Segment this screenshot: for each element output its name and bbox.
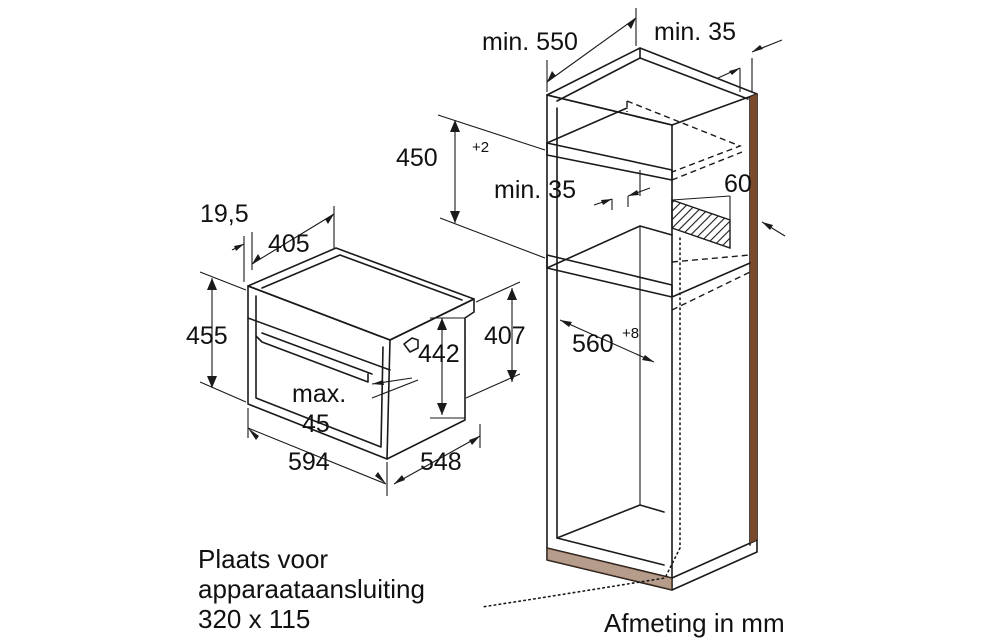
oven xyxy=(247,247,475,460)
connection-note-line3: 320 x 115 xyxy=(198,604,310,634)
cabinet-plinth xyxy=(546,504,758,591)
notes: Plaats voor apparaataansluiting 320 x 11… xyxy=(198,544,785,638)
dim-407: 407 xyxy=(484,322,526,350)
oven-side xyxy=(386,298,475,460)
connection-leader xyxy=(481,237,681,608)
dim-60: 60 xyxy=(724,170,752,198)
connection-note-line2: apparaataansluiting xyxy=(198,574,425,604)
dim-450: 450 xyxy=(396,144,438,172)
dim-560: 560 xyxy=(572,330,614,358)
dim-560-sup: +8 xyxy=(622,325,639,342)
dim-450-sup: +2 xyxy=(472,139,489,156)
dim-min-35-top: min. 35 xyxy=(654,18,736,46)
dim-min-550: min. 550 xyxy=(482,28,578,56)
dimension-labels: min. 550 min. 35 450 +2 min. 35 60 560 +… xyxy=(186,18,752,476)
connection-note-line1: Plaats voor xyxy=(198,544,328,574)
oven-handle xyxy=(255,335,369,383)
dim-max-label: max. xyxy=(292,380,346,408)
cabinet-upper-shelf xyxy=(546,100,742,181)
dim-548: 548 xyxy=(420,448,462,476)
dimension-lines xyxy=(199,8,786,496)
tall-cabinet xyxy=(481,47,758,608)
connection-zone xyxy=(671,199,731,249)
oven-connector xyxy=(403,337,419,353)
dim-442: 442 xyxy=(418,340,460,368)
units-note: Afmeting in mm xyxy=(604,608,785,638)
cabinet-rear-lines xyxy=(639,151,743,505)
dim-19-5: 19,5 xyxy=(200,200,249,228)
dim-594: 594 xyxy=(288,448,330,476)
dim-max-value: 45 xyxy=(302,410,330,438)
cabinet-top-panel xyxy=(546,47,758,126)
dim-min-35-mid: min. 35 xyxy=(494,176,576,204)
dim-455: 455 xyxy=(186,322,228,350)
dim-405: 405 xyxy=(268,230,310,258)
